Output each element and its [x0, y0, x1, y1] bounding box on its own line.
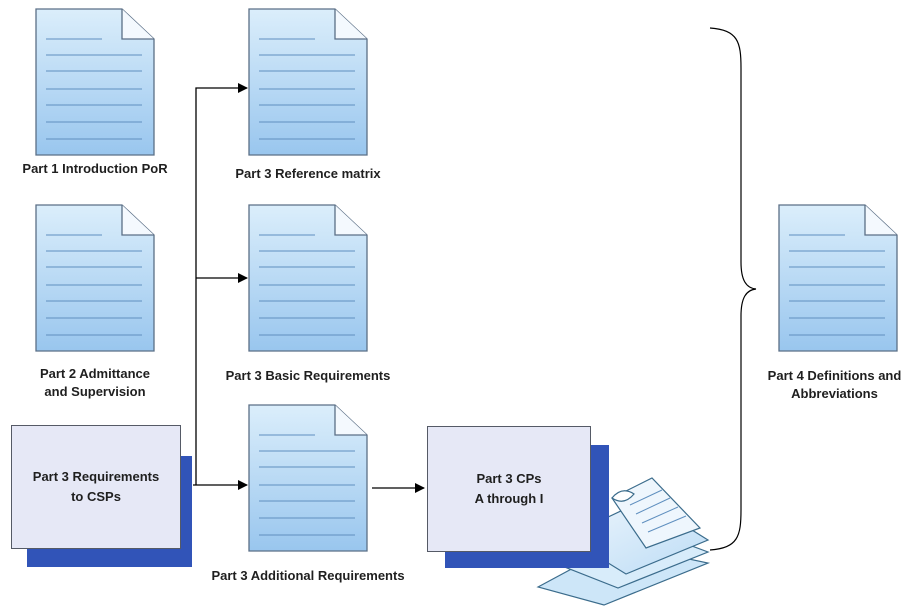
cps-box-line-1: Part 3 CPs: [476, 471, 542, 486]
doc-label-basic-requirements: Part 3 Basic Requirements: [225, 368, 391, 383]
cps-box: Part 3 CPs A through I: [427, 426, 591, 552]
doc-label-part2-line-2: and Supervision: [44, 384, 146, 399]
document-icon: [248, 204, 368, 352]
requirements-box: Part 3 Requirements to CSPs: [11, 425, 181, 549]
doc-label-reference-matrix: Part 3 Reference matrix: [235, 166, 381, 181]
document-icon: [35, 204, 155, 352]
doc-label-part1: Part 1 Introduction PoR: [22, 161, 168, 176]
document-icon: [248, 8, 368, 156]
doc-label-part4-line-2: Abbreviations: [791, 386, 878, 401]
doc-label-additional-requirements: Part 3 Additional Requirements: [211, 568, 405, 583]
cps-box-line-2: A through I: [474, 491, 544, 506]
arrow-to-reference-matrix: [195, 83, 248, 485]
doc-label-part2-line-1: Part 2 Admittance: [39, 366, 151, 381]
doc-label-part2: Part 2 Admittance and Supervision: [0, 365, 190, 401]
requirements-box-line-1: Part 3 Requirements: [32, 469, 160, 484]
requirements-box-line-2: to CSPs: [71, 489, 121, 504]
document-icon: [248, 404, 368, 552]
curly-brace-icon: [709, 27, 757, 551]
document-icon: [778, 204, 898, 352]
doc-label-part4: Part 4 Definitions and Abbreviations: [752, 367, 917, 403]
doc-label-part4-line-1: Part 4 Definitions and: [767, 368, 902, 383]
document-icon: [35, 8, 155, 156]
connector-lines: [193, 83, 425, 493]
